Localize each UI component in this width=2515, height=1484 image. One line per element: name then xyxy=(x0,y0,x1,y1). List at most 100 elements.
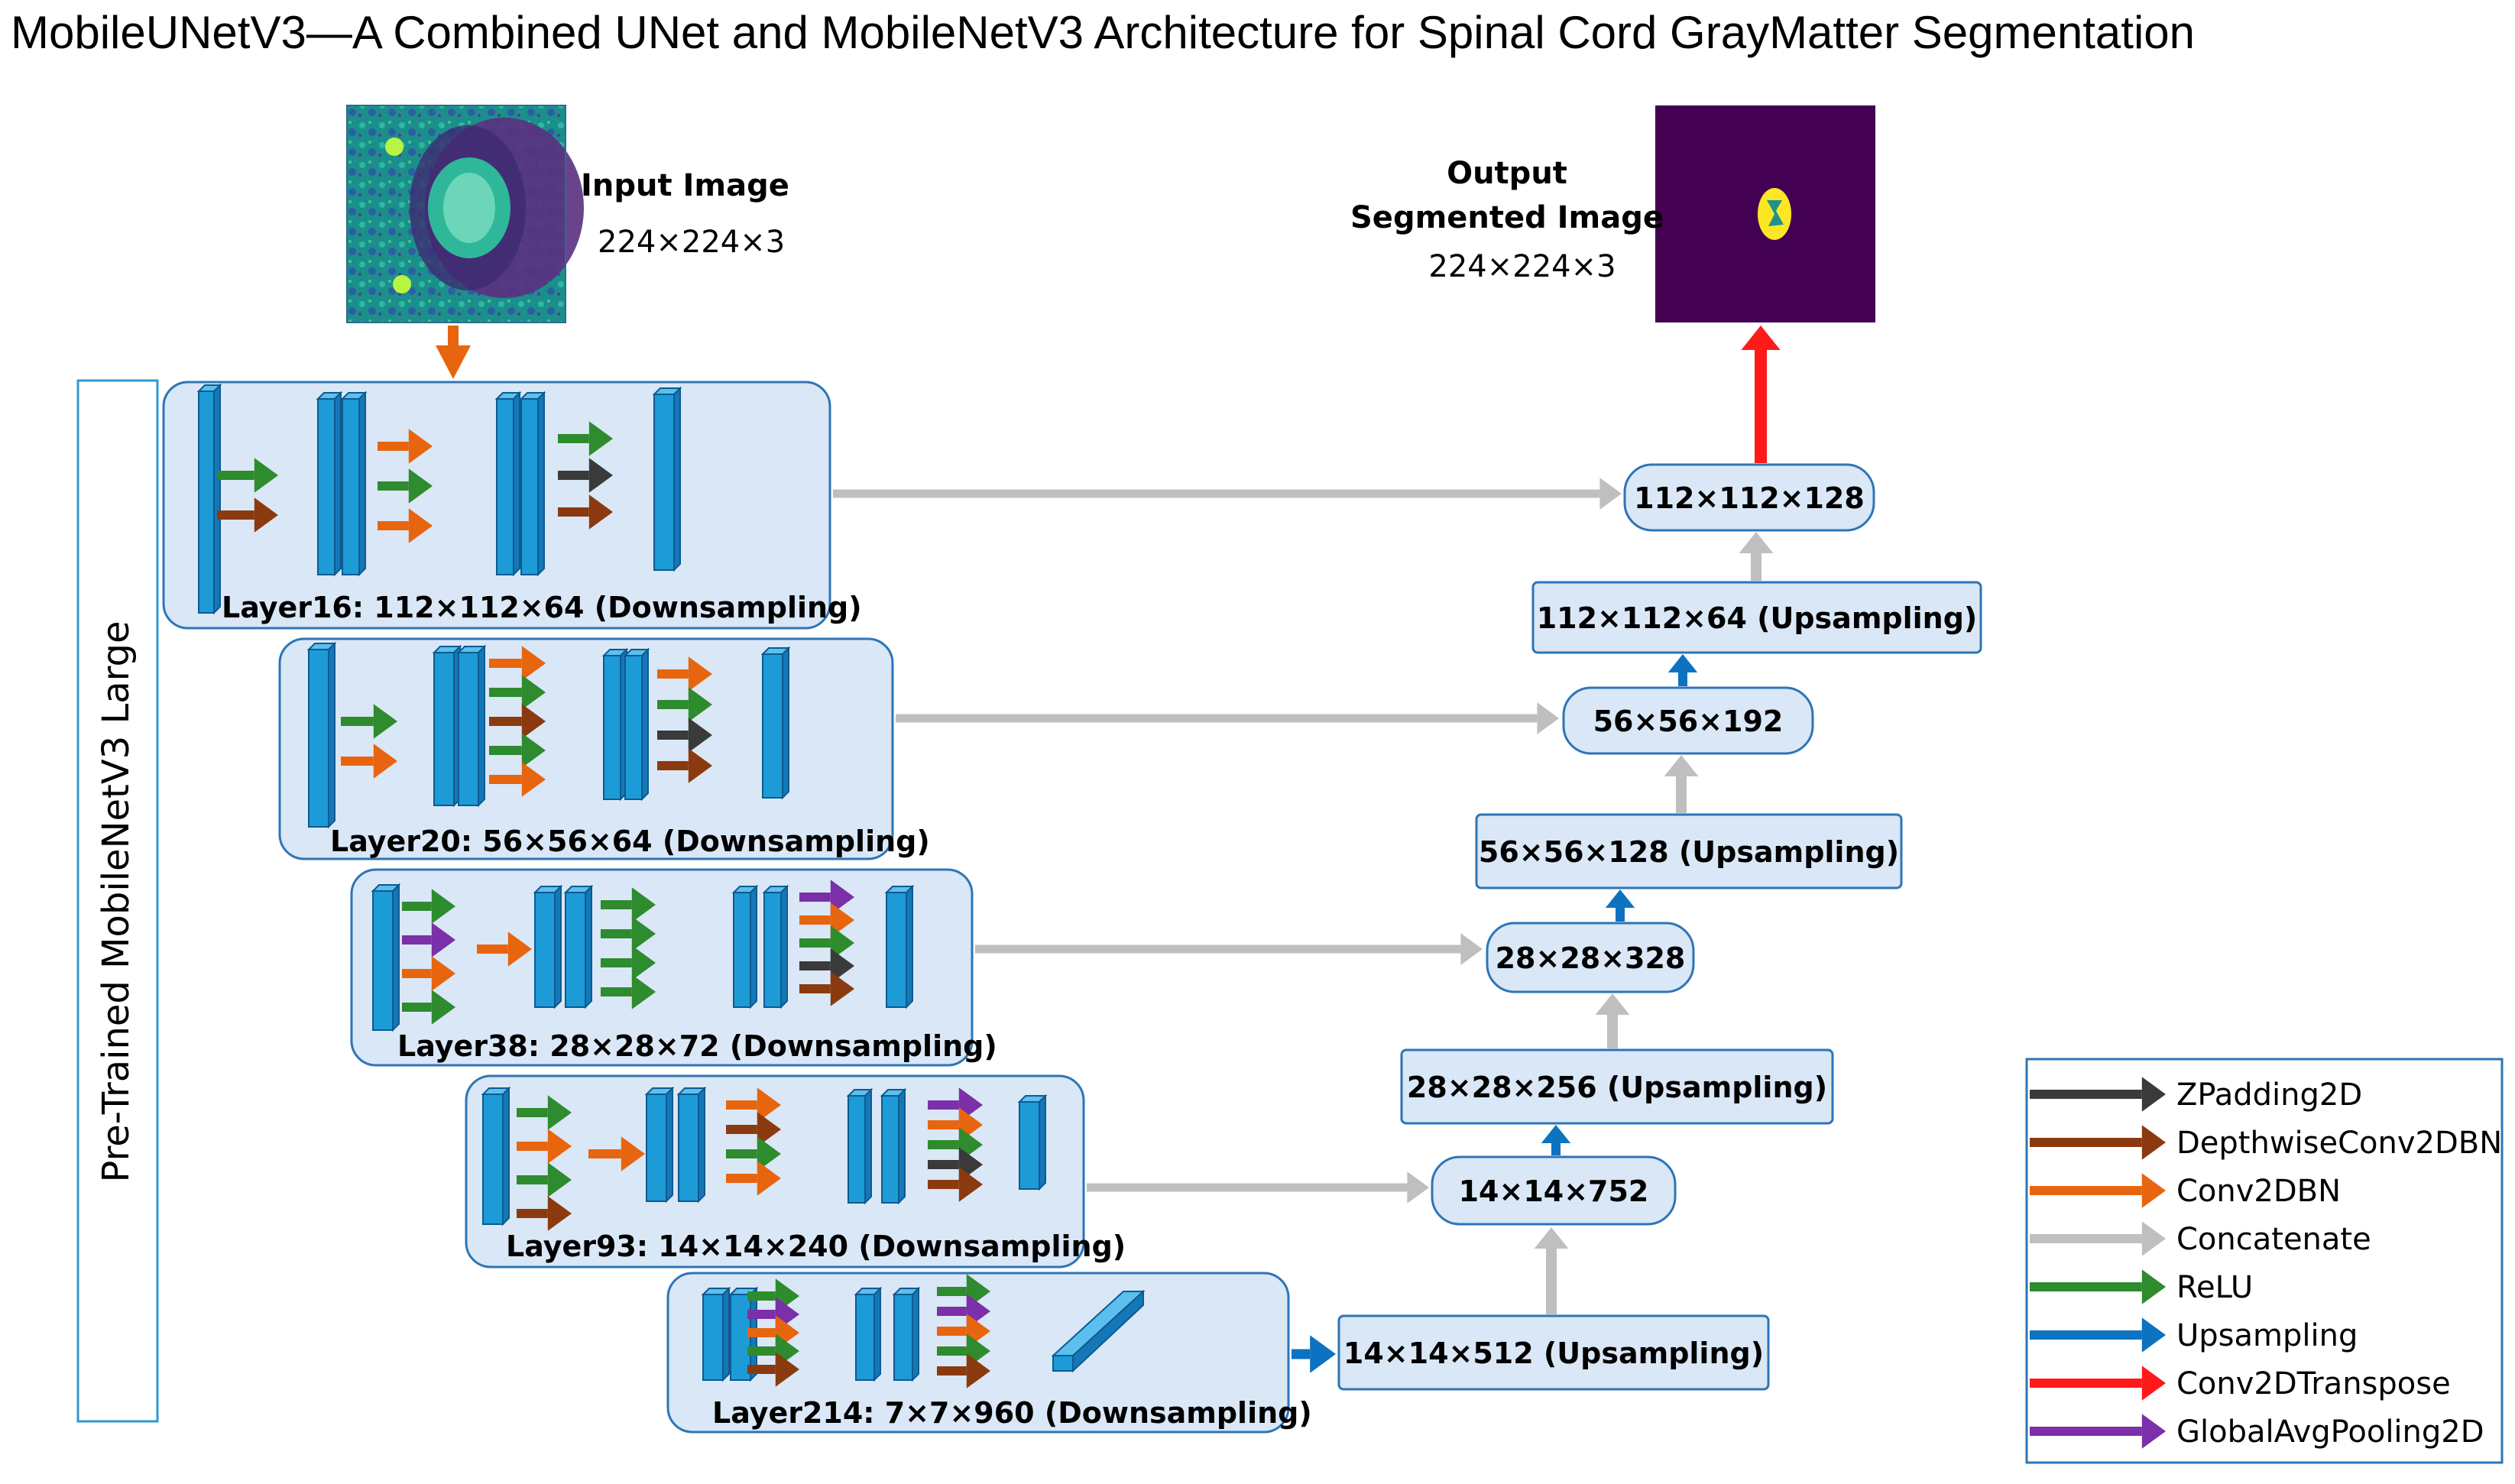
op-arrow xyxy=(477,932,532,967)
svg-text:Conv2DTranspose: Conv2DTranspose xyxy=(2176,1366,2451,1401)
concat-arrow xyxy=(1595,993,1630,1048)
decoder-node xyxy=(1531,581,1982,654)
feature-block xyxy=(601,647,629,802)
op-arrow xyxy=(937,1353,990,1388)
upsampling-arrow xyxy=(1667,654,1698,686)
encoder-side-box xyxy=(76,379,159,1423)
svg-text:Layer214: 7×7×960 (Downsamplin: Layer214: 7×7×960 (Downsampling) xyxy=(712,1396,1312,1430)
svg-text:28×28×256 (Upsampling): 28×28×256 (Upsampling) xyxy=(1407,1071,1827,1104)
svg-text:Output: Output xyxy=(1447,156,1567,191)
op-arrow xyxy=(558,421,613,456)
op-arrow xyxy=(799,948,854,983)
legend-item: Conv2DBN xyxy=(2030,1173,2341,1209)
legend: ZPadding2DDepthwiseConv2DBNConv2DBNConca… xyxy=(2025,1058,2504,1464)
svg-text:GlobalAvgPooling2D: GlobalAvgPooling2D xyxy=(2176,1414,2484,1450)
legend-swatch-arrow xyxy=(2030,1173,2166,1208)
legend-item: ReLU xyxy=(2030,1269,2253,1305)
upsampling-arrow xyxy=(1605,889,1635,922)
op-arrow xyxy=(217,497,278,533)
op-arrow xyxy=(558,458,613,493)
op-arrow xyxy=(517,1129,572,1164)
svg-text:112×112×64 (Upsampling): 112×112×64 (Upsampling) xyxy=(1537,601,1978,635)
svg-text:Layer20: 56×56×64 (Downsamplin: Layer20: 56×56×64 (Downsampling) xyxy=(330,825,930,858)
feature-block xyxy=(731,884,759,1009)
upsampling-arrow xyxy=(1292,1335,1336,1373)
legend-swatch-arrow xyxy=(2030,1366,2166,1401)
decoder-node xyxy=(1337,1314,1770,1391)
op-arrow xyxy=(402,990,455,1025)
op-arrow xyxy=(726,1112,781,1147)
legend-swatch-arrow xyxy=(2030,1125,2166,1160)
svg-text:Layer16: 112×112×64 (Downsampl: Layer16: 112×112×64 (Downsampling) xyxy=(222,591,862,624)
svg-text:28×28×328: 28×28×328 xyxy=(1496,941,1686,975)
decoder-node xyxy=(1431,1155,1677,1226)
feature-block xyxy=(884,884,915,1009)
op-arrow xyxy=(378,429,433,464)
op-arrow xyxy=(601,974,656,1009)
op-arrow xyxy=(378,508,433,543)
op-arrow xyxy=(402,956,455,991)
legend-swatch-arrow xyxy=(2030,1221,2166,1256)
op-arrow xyxy=(601,887,656,922)
feature-block xyxy=(892,1286,921,1382)
legend-swatch-arrow xyxy=(2030,1317,2166,1353)
upsampling-arrow xyxy=(1541,1125,1571,1155)
concat-arrow xyxy=(1534,1227,1569,1314)
svg-text:Layer93: 14×14×240 (Downsampli: Layer93: 14×14×240 (Downsampling) xyxy=(506,1230,1126,1263)
svg-text:ReLU: ReLU xyxy=(2176,1270,2253,1305)
op-arrow xyxy=(588,1136,645,1171)
op-arrow xyxy=(558,494,613,530)
feature-block xyxy=(701,1286,731,1382)
feature-block xyxy=(760,646,791,800)
svg-text:Conv2DBN: Conv2DBN xyxy=(2176,1174,2341,1209)
output-segmented-image xyxy=(1655,105,1875,322)
op-arrow xyxy=(489,733,546,768)
op-arrow xyxy=(341,744,397,779)
feature-block xyxy=(481,1086,511,1226)
feature-block xyxy=(880,1087,907,1205)
svg-text:56×56×128 (Upsampling): 56×56×128 (Upsampling) xyxy=(1479,835,1899,869)
op-arrow xyxy=(799,902,854,938)
connection-arrows xyxy=(436,326,1781,1373)
op-arrow xyxy=(517,1196,572,1231)
op-arrow xyxy=(489,675,546,710)
input-image xyxy=(346,105,584,323)
op-arrow xyxy=(489,646,546,681)
feature-block xyxy=(762,884,789,1009)
conv2dtranspose-arrow xyxy=(1741,326,1781,463)
input-arrow xyxy=(436,326,471,379)
decoder-node xyxy=(1623,463,1875,532)
op-arrow xyxy=(601,916,656,951)
op-arrow xyxy=(657,748,712,783)
legend-item: Conv2DTranspose xyxy=(2030,1366,2451,1401)
op-arrow xyxy=(726,1087,781,1123)
feature-block xyxy=(340,390,368,577)
op-arrow xyxy=(378,468,433,504)
op-arrow xyxy=(799,925,854,961)
op-arrow xyxy=(601,945,656,980)
feature-block xyxy=(854,1286,883,1382)
feature-block xyxy=(644,1086,675,1204)
feature-block xyxy=(196,383,222,615)
svg-text:Segmented Image: Segmented Image xyxy=(1350,200,1664,235)
op-arrow xyxy=(489,762,546,797)
skip-connection-arrow xyxy=(1087,1171,1429,1204)
feature-block xyxy=(846,1087,873,1205)
page-title: MobileUNetV3—A Combined UNet and MobileN… xyxy=(11,7,2196,58)
svg-text:224×224×3: 224×224×3 xyxy=(598,225,785,260)
feature-block xyxy=(533,884,563,1009)
op-arrow xyxy=(657,718,712,753)
op-arrow xyxy=(799,971,854,1006)
skip-connection-arrow xyxy=(833,478,1622,510)
op-arrow xyxy=(726,1136,781,1171)
concat-arrow xyxy=(1664,755,1699,813)
svg-text:224×224×3: 224×224×3 xyxy=(1428,249,1616,284)
svg-text:112×112×128: 112×112×128 xyxy=(1634,481,1865,515)
legend-item: DepthwiseConv2DBN xyxy=(2030,1125,2502,1161)
decoder-node xyxy=(1400,1048,1834,1125)
svg-text:Input Image: Input Image xyxy=(581,168,789,203)
skip-connection-arrow xyxy=(975,933,1483,965)
op-arrow xyxy=(341,704,397,739)
svg-text:56×56×192: 56×56×192 xyxy=(1593,705,1784,738)
